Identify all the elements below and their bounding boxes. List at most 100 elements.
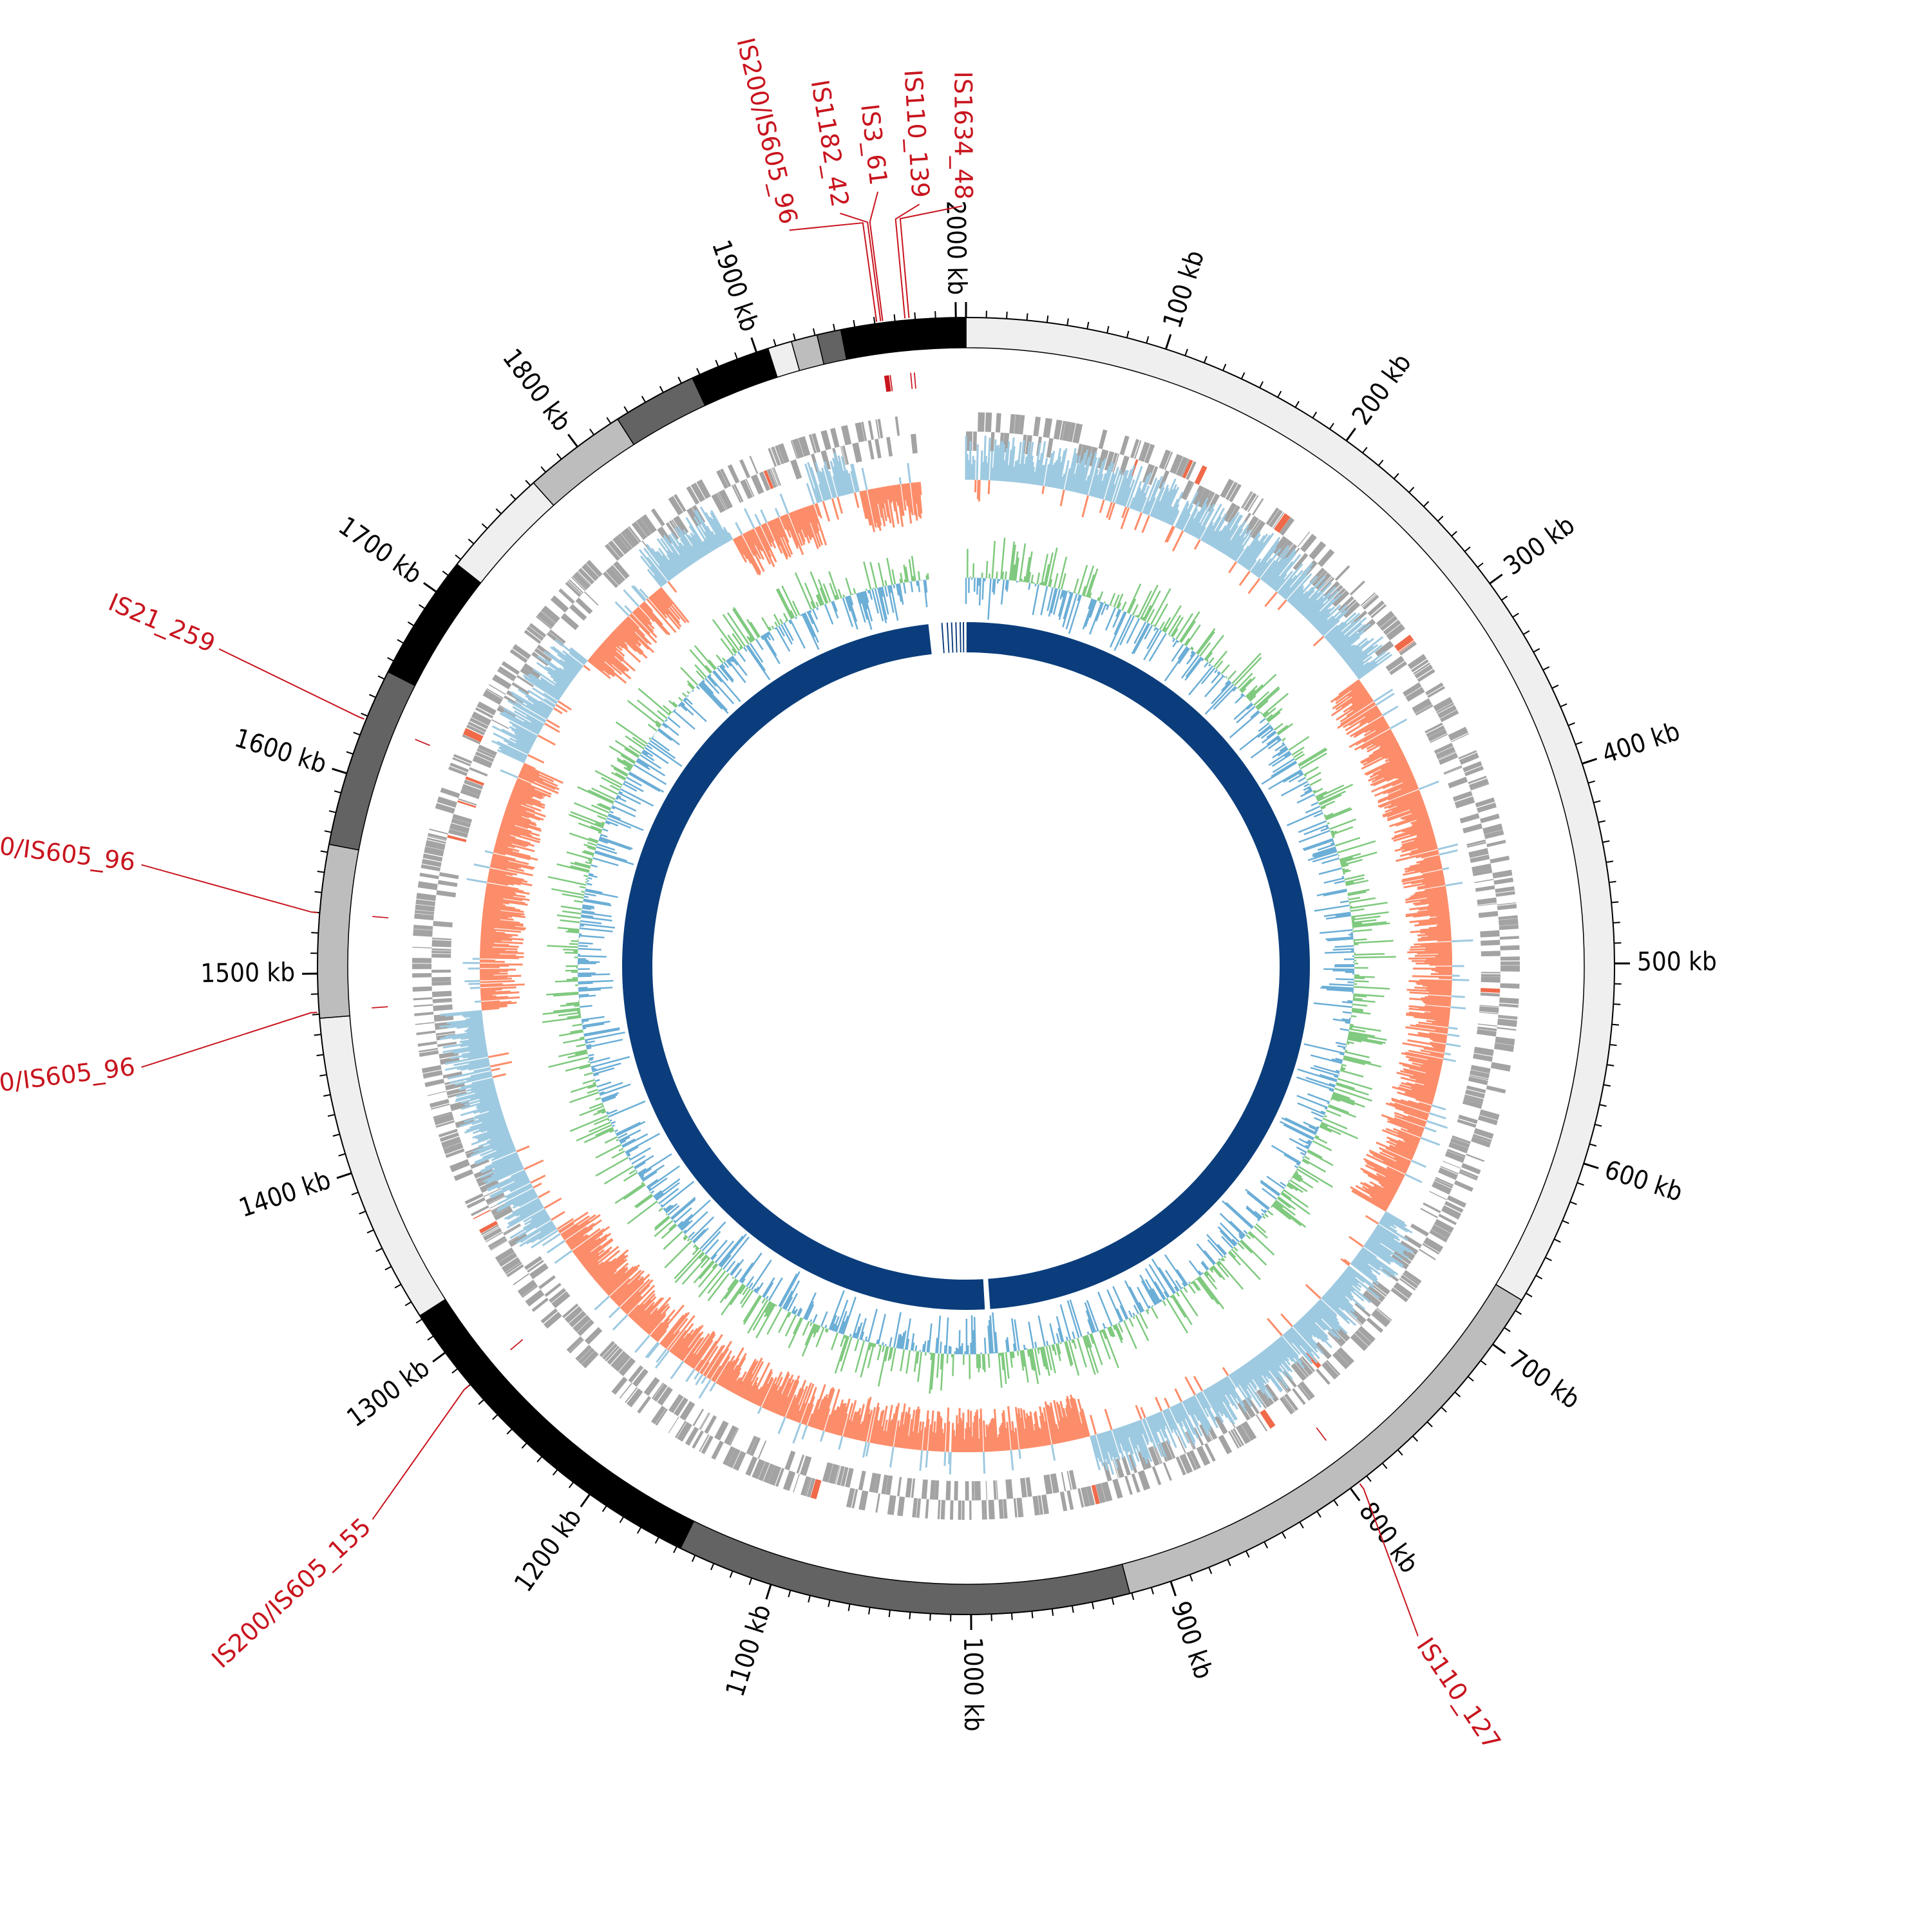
- skew-positive-bar: [1310, 1307, 1323, 1320]
- skew-negative-bar: [647, 1312, 667, 1334]
- gene-feature: [1444, 766, 1463, 775]
- minor-tick: [319, 1074, 327, 1077]
- gc-positive-bar: [611, 1150, 625, 1159]
- skew-negative-bar: [621, 1291, 640, 1310]
- skew-positive-bar: [658, 547, 679, 575]
- gc-negative-bar: [1200, 1262, 1208, 1271]
- gc-negative-bar: [849, 1334, 852, 1337]
- skew-negative-bar: [845, 1399, 857, 1438]
- gc-negative-bar: [1159, 1298, 1162, 1302]
- gc-positive-bar: [1298, 748, 1328, 767]
- gene-feature: [740, 479, 753, 499]
- gc-negative-bar: [713, 670, 741, 703]
- gc-negative-bar: [797, 1309, 803, 1317]
- gc-positive-bar: [698, 1267, 723, 1298]
- skew-positive-bar: [1365, 1241, 1404, 1269]
- gc-positive-bar: [1142, 605, 1152, 621]
- gc-positive-bar: [940, 1353, 944, 1391]
- gene-feature: [897, 1477, 902, 1497]
- skew-negative-bar: [710, 1365, 722, 1381]
- minor-tick: [1575, 741, 1583, 745]
- gc-positive-bar: [815, 1327, 825, 1347]
- skew-negative-bar: [683, 1338, 703, 1363]
- skew-negative-bar: [480, 944, 519, 948]
- skew-negative-bar: [1033, 1430, 1038, 1448]
- gc-negative-bar: [1272, 747, 1288, 759]
- skew-positive-bar: [1215, 511, 1240, 550]
- minor-tick: [1362, 446, 1368, 453]
- skew-positive-bar: [1355, 660, 1376, 677]
- gc-negative-bar: [718, 1235, 744, 1266]
- skew-negative-bar: [880, 487, 886, 504]
- skew-negative-bar: [1419, 857, 1441, 865]
- gc-positive-bar: [802, 1321, 810, 1336]
- skew-positive-bar: [1019, 454, 1025, 483]
- skew-negative-bar: [658, 587, 674, 605]
- gc-negative-bar: [601, 1096, 616, 1103]
- skew-positive-bar: [1327, 622, 1347, 641]
- skew-positive-bar: [1018, 440, 1025, 483]
- gene-feature: [782, 1470, 796, 1492]
- gene-feature: [516, 675, 534, 688]
- gene-feature: [1332, 1351, 1350, 1370]
- skew-positive-bar: [1364, 1243, 1391, 1263]
- skew-positive-bar: [1084, 451, 1097, 495]
- gc-positive-bar: [1012, 1351, 1015, 1358]
- skew-positive-bar: [1195, 504, 1215, 538]
- skew-negative-bar: [904, 483, 909, 507]
- skew-positive-bar: [1121, 475, 1133, 506]
- skew-positive-bar: [1219, 515, 1244, 553]
- gene-feature: [1429, 1229, 1448, 1243]
- skew-negative-bar: [1399, 1070, 1439, 1081]
- skew-negative-bar: [493, 850, 506, 856]
- skew-positive-bar: [542, 1233, 561, 1247]
- gc-negative-bar: [859, 1318, 867, 1340]
- skew-negative-bar: [1420, 929, 1452, 934]
- skew-positive-bar: [1437, 843, 1459, 851]
- gc-positive-bar: [583, 844, 596, 849]
- skew-positive-bar: [1067, 453, 1077, 491]
- skew-negative-bar: [669, 1330, 687, 1352]
- gc-negative-bar: [1153, 627, 1157, 631]
- skew-positive-bar: [1048, 464, 1054, 488]
- gc-negative-bar: [765, 632, 772, 641]
- gc-negative-bar: [1321, 857, 1340, 864]
- skew-negative-bar: [715, 1361, 731, 1384]
- skew-negative-bar: [1099, 499, 1105, 513]
- skew-negative-bar: [828, 1410, 837, 1433]
- skew-positive-bar: [1037, 441, 1046, 486]
- gc-positive-bar: [781, 585, 798, 617]
- skew-positive-bar: [743, 507, 755, 529]
- gc-negative-bar: [1314, 812, 1323, 818]
- skew-negative-bar: [860, 491, 869, 519]
- gene-feature: [566, 1336, 583, 1352]
- gene-feature: [1479, 1005, 1499, 1007]
- gc-positive-bar: [761, 1298, 766, 1304]
- gc-positive-bar: [1352, 998, 1363, 1000]
- skew-positive-bar: [757, 1406, 762, 1414]
- skew-positive-bar: [1060, 473, 1066, 489]
- gc-negative-bar: [839, 1321, 846, 1334]
- gc-negative-bar: [1046, 587, 1054, 611]
- gc-positive-bar: [1335, 1083, 1369, 1096]
- gene-feature: [1430, 734, 1448, 743]
- skew-negative-bar: [1374, 778, 1416, 797]
- skew-positive-bar: [480, 1141, 514, 1157]
- gene-feature: [1160, 1441, 1173, 1461]
- skew-negative-bar: [736, 536, 752, 564]
- skew-positive-bar: [690, 536, 705, 557]
- gc-negative-bar: [989, 1315, 994, 1354]
- skew-negative-bar: [480, 933, 513, 938]
- gc-negative-bar: [1189, 651, 1195, 658]
- skew-positive-bar: [515, 1220, 553, 1244]
- skew-negative-bar: [1407, 1039, 1446, 1048]
- gc-negative-bar: [1311, 1111, 1324, 1118]
- skew-negative-bar: [803, 1396, 815, 1425]
- skew-negative-bar: [1193, 1376, 1204, 1392]
- skew-positive-bar: [1076, 449, 1089, 493]
- skew-negative-bar: [1001, 1412, 1007, 1451]
- gc-negative-bar: [1177, 640, 1180, 643]
- major-tick: [336, 1172, 352, 1179]
- gene-feature: [1431, 1224, 1451, 1239]
- gc-negative-bar: [912, 1342, 915, 1351]
